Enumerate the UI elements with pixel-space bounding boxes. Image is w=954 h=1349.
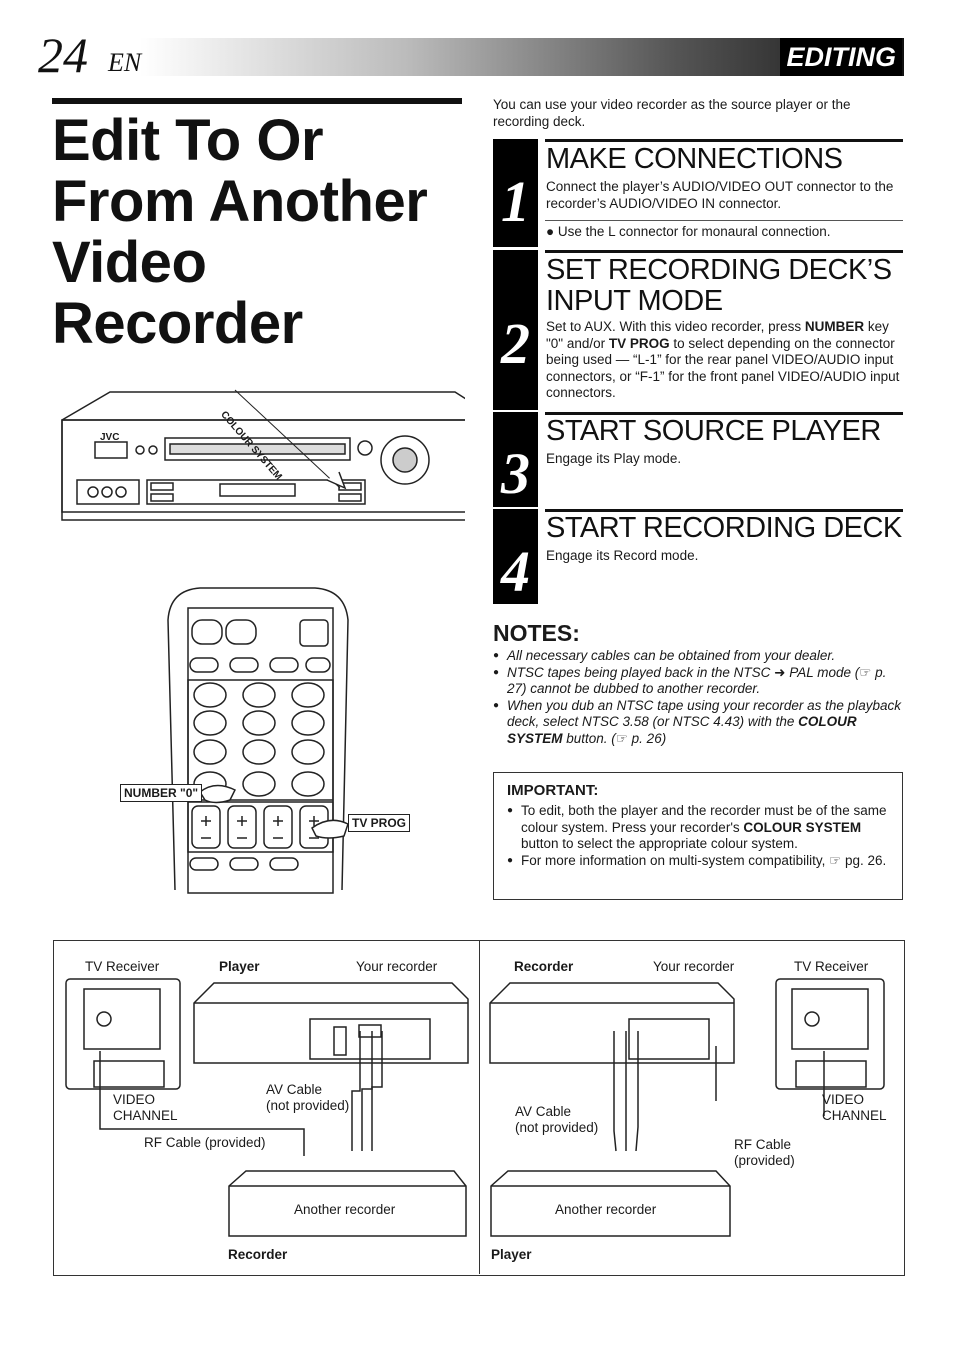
brand-logo: JVC [100, 432, 120, 443]
step-text-4: Engage its Record mode. [546, 548, 699, 563]
step-bar-2 [493, 250, 538, 410]
step-heading-1: MAKE CONNECTIONS [546, 143, 843, 175]
another-recorder-label-right: Another recorder [555, 1202, 657, 1217]
tv-receiver-label-left: TV Receiver [85, 959, 160, 974]
step-bar-1 [493, 139, 538, 247]
section-title: EDITING [780, 38, 902, 76]
player-role-label-right: Player [491, 1247, 532, 1262]
pointing-hand-icon: ☞ [829, 852, 842, 868]
step-bullet-1: ● Use the L connector for monaural conne… [546, 224, 831, 239]
step-rule-3 [545, 412, 903, 415]
pointing-hand-icon: ☞ [615, 730, 628, 746]
your-recorder-label-right: Your recorder [653, 959, 735, 974]
step-divider-1 [545, 220, 903, 221]
step-text-2: Set to AUX. With this video recorder, pr… [546, 319, 900, 400]
vcr-front-illustration [61, 389, 465, 521]
step-bar-3 [493, 412, 538, 507]
note-item: When you dub an NTSC tape using your rec… [493, 698, 903, 748]
rf-cable-label-right: RF Cable(provided) [734, 1137, 795, 1168]
page-number: 24 [38, 27, 88, 83]
step-number-1: 1 [501, 169, 530, 234]
av-cable-label-left: AV Cable(not provided) [266, 1082, 350, 1113]
step-text-3: Engage its Play mode. [546, 451, 682, 466]
notes-list: All necessary cables can be obtained fro… [493, 648, 903, 747]
page-title: Edit To Or From Another Video Recorder [52, 108, 428, 356]
tv-prog-label: TV PROG [348, 814, 411, 832]
step-text-1: Connect the player’s AUDIO/VIDEO OUT con… [546, 179, 894, 211]
important-item: To edit, both the player and the recorde… [507, 803, 892, 853]
arrow-right-icon: ➜ [774, 664, 786, 680]
step-rule-1 [545, 139, 903, 142]
av-cable-label-right: AV Cable(not provided) [515, 1104, 599, 1135]
step-heading-4: START RECORDING DECK [546, 512, 902, 544]
step-number-2: 2 [501, 311, 530, 376]
important-item: For more information on multi-system com… [507, 853, 892, 870]
remote-illustration [167, 587, 349, 894]
recorder-role-label-left: Recorder [228, 1247, 288, 1262]
diagram-divider [479, 940, 480, 1274]
connection-drawing [65, 978, 885, 1237]
number-zero-label: NUMBER "0" [120, 784, 203, 802]
your-recorder-label-left: Your recorder [356, 959, 438, 974]
note-item: All necessary cables can be obtained fro… [493, 648, 903, 665]
tv-receiver-label-right: TV Receiver [794, 959, 869, 974]
important-box [493, 772, 903, 900]
important-list: To edit, both the player and the recorde… [507, 803, 892, 869]
important-heading: IMPORTANT: [507, 782, 599, 799]
another-recorder-label-left: Another recorder [294, 1202, 396, 1217]
page-language: EN [108, 48, 142, 77]
pointing-hand-icon: ☞ [859, 664, 872, 680]
step-number-4: 4 [501, 539, 530, 604]
note-item: NTSC tapes being played back in the NTSC… [493, 665, 903, 698]
rf-cable-label-left: RF Cable (provided) [144, 1135, 266, 1150]
step-bar-4 [493, 509, 538, 604]
player-label-left: Player [219, 959, 260, 974]
step-heading-3: START SOURCE PLAYER [546, 415, 881, 447]
title-rule [52, 98, 462, 104]
step-rule-4 [545, 509, 903, 512]
header-bar [140, 38, 904, 76]
recorder-label-right: Recorder [514, 959, 574, 974]
step-number-3: 3 [501, 441, 530, 506]
intro-text: You can use your video recorder as the s… [493, 97, 851, 129]
step-rule-2 [545, 250, 903, 253]
step-heading-2: SET RECORDING DECK’S INPUT MODE [546, 254, 892, 317]
notes-heading: NOTES: [493, 620, 580, 646]
